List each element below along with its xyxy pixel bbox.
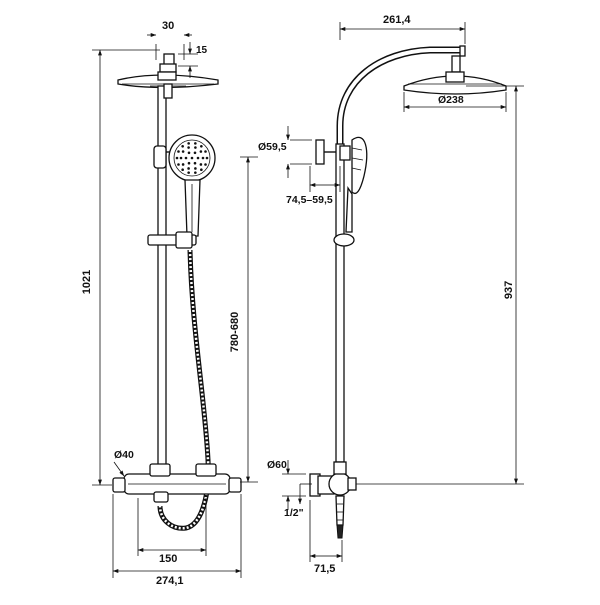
label-total-width: 274,1 [156, 575, 184, 587]
nozzle-dot [187, 161, 191, 165]
dim-inlet-cover: Ø60 [267, 459, 306, 510]
nozzle-dot [187, 146, 190, 149]
nozzle-dot [199, 163, 203, 166]
nozzle-dot [194, 171, 197, 174]
nozzle-dot [190, 156, 194, 160]
dim-bracket-offset: 74,5–59,5 [286, 166, 341, 206]
label-head-diameter: Ø238 [438, 94, 464, 106]
nozzle-dot [181, 168, 184, 172]
nozzle-dot [181, 150, 185, 153]
nozzle-dot [187, 151, 191, 155]
dim-valve-depth: 71,5 [309, 500, 343, 575]
dim-total-width: 274,1 [112, 494, 242, 587]
dim-rail-height: 780-680 [229, 156, 258, 483]
label-handle-width: 30 [162, 20, 174, 32]
nozzle-dot [181, 144, 184, 148]
nozzle-dot [187, 167, 190, 170]
dim-pipe-diameter: Ø40 [113, 449, 134, 477]
nozzle-dot [187, 171, 190, 174]
hand-shower-holder [153, 145, 178, 169]
nozzle-dot [193, 161, 197, 165]
nozzle-dot [177, 150, 180, 153]
top-diverter-knob [159, 53, 177, 73]
side-view: 261,4 Ø238 937 Ø59,5 [258, 14, 524, 575]
mixer-valve-side [309, 461, 357, 539]
overhead-shower-head-front [117, 71, 219, 89]
hand-shower-nozzles-icon [175, 142, 209, 174]
dim-bracket-diameter: Ø59,5 [258, 126, 312, 178]
dim-handle-width: 30 [147, 20, 192, 60]
nozzle-dot [196, 156, 200, 160]
label-thread-size: 1/2" [284, 507, 304, 519]
nozzle-dot [175, 156, 179, 160]
front-view: 30 15 1021 780-680 Ø40 [81, 20, 258, 587]
nozzle-dot [181, 163, 185, 166]
nozzle-dot [204, 163, 207, 166]
height-slider-side [333, 233, 355, 247]
nozzle-dot [205, 156, 209, 160]
overhead-shower-head-side [403, 71, 507, 95]
nozzle-dot [200, 144, 203, 148]
dim-handle-height: 15 [178, 42, 208, 78]
label-bracket-diameter: Ø59,5 [258, 141, 287, 153]
nozzle-dot [200, 168, 203, 172]
height-slider [147, 231, 197, 249]
label-mount-spacing: 150 [159, 553, 177, 565]
dim-arm-reach: 261,4 [339, 14, 466, 44]
riser-rail-front [157, 83, 173, 467]
label-overall-height: 937 [503, 281, 515, 299]
label-valve-depth: 71,5 [314, 563, 335, 575]
wall-bracket-side [315, 139, 351, 165]
dim-head-diameter: Ø238 [403, 92, 507, 112]
nozzle-dot [194, 146, 197, 149]
nozzle-dot [193, 151, 197, 155]
label-rail-height: 780-680 [229, 312, 241, 352]
dim-mount-spacing: 150 [137, 498, 207, 565]
nozzle-dot [184, 156, 188, 160]
nozzle-dot [204, 150, 207, 153]
thermostatic-mixer-front [112, 463, 242, 503]
dim-overall-height: 937 [356, 85, 524, 485]
label-arm-reach: 261,4 [383, 14, 411, 26]
label-bracket-offset: 74,5–59,5 [286, 194, 333, 206]
label-handle-height: 15 [196, 45, 208, 56]
hand-shower-side [345, 136, 368, 233]
nozzle-dot [177, 163, 180, 166]
nozzle-dot [179, 156, 183, 160]
label-total-height: 1021 [81, 270, 93, 294]
nozzle-dot [201, 156, 205, 160]
label-inlet-cover: Ø60 [267, 459, 287, 471]
dim-total-height: 1021 [81, 49, 160, 486]
hand-shower-head-front [168, 134, 216, 237]
dim-thread-size: 1/2" [284, 483, 312, 519]
nozzle-dot [199, 150, 203, 153]
nozzle-dot [194, 167, 197, 170]
nozzle-dot [194, 142, 197, 145]
label-pipe-diameter: Ø40 [114, 449, 134, 461]
nozzle-dot [187, 142, 190, 145]
